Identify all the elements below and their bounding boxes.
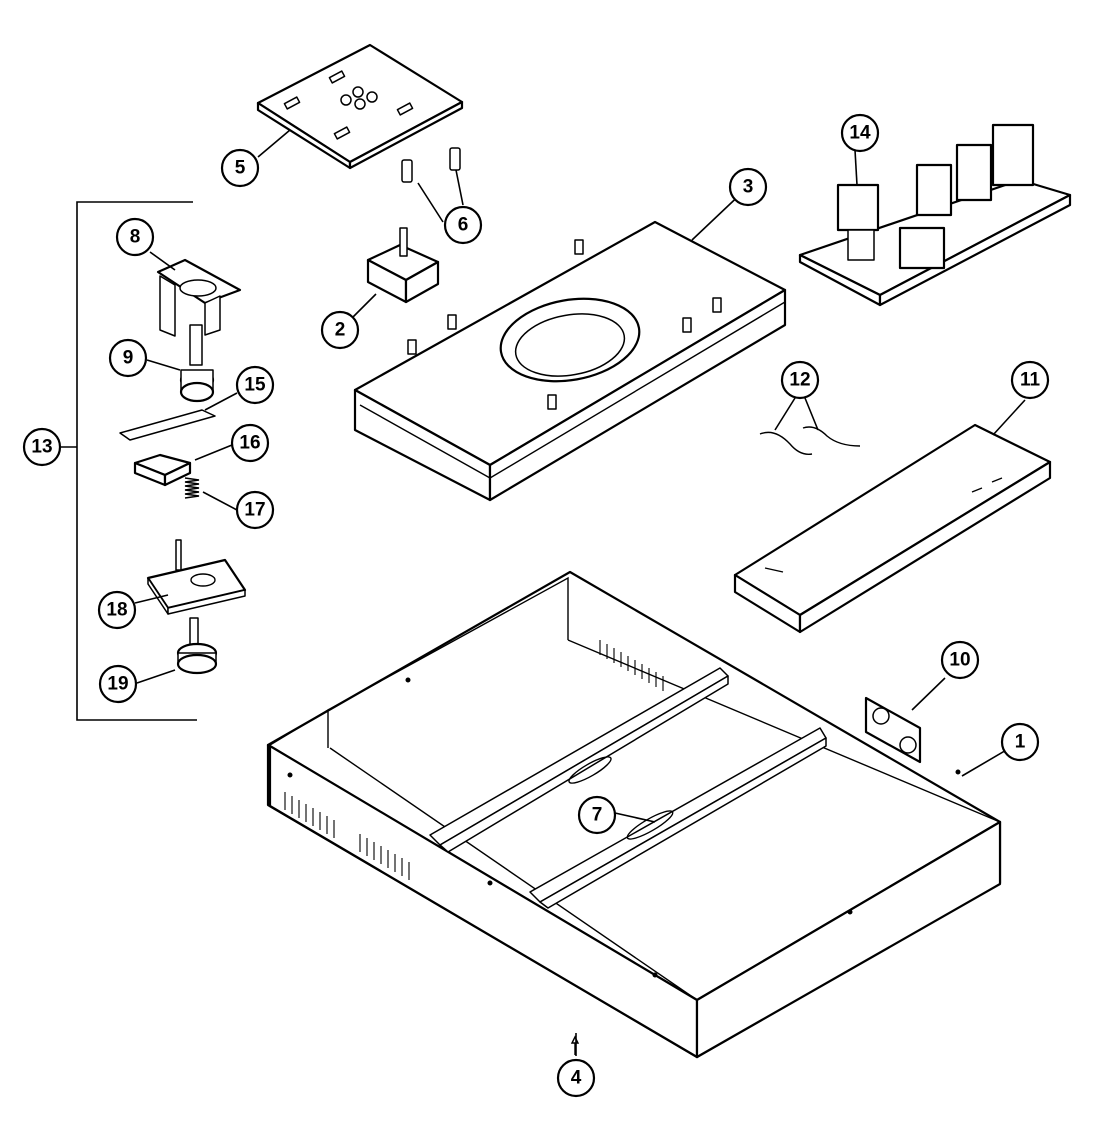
callout-label-19: 19 [107, 674, 128, 695]
element-housing [353, 220, 787, 502]
callout-label-15: 15 [244, 375, 266, 396]
callout-1: 1 [1000, 722, 1040, 762]
callout-label-17: 17 [244, 500, 265, 521]
wire-clips [759, 426, 861, 455]
callout-11: 11 [1010, 360, 1050, 400]
group-bracket [76, 201, 197, 721]
callout-13: 13 [22, 427, 62, 467]
callout-15: 15 [235, 365, 275, 405]
callout-14: 14 [840, 113, 880, 153]
callout-label-6: 6 [458, 215, 469, 236]
callout-label-5: 5 [235, 158, 246, 179]
switch-bracket [156, 258, 242, 337]
chassis-box [266, 570, 1002, 1059]
callout-5: 5 [220, 148, 260, 188]
callout-7: 7 [577, 795, 617, 835]
screw [570, 1035, 580, 1055]
callout-label-1: 1 [1015, 732, 1026, 753]
switch-knob-shaft [179, 324, 215, 403]
callout-4: 4 [556, 1058, 596, 1098]
callout-10: 10 [940, 640, 980, 680]
housing-studs [407, 239, 722, 410]
indicator-bracket [864, 696, 922, 764]
callout-label-18: 18 [106, 600, 127, 621]
callout-label-16: 16 [239, 433, 260, 454]
control-plate [256, 43, 464, 170]
mounting-plate [146, 539, 247, 615]
potentiometer [176, 617, 218, 675]
infinite-switch [366, 227, 440, 304]
callout-9: 9 [108, 338, 148, 378]
control-board [798, 123, 1072, 307]
callout-18: 18 [97, 590, 137, 630]
gasket [119, 409, 216, 441]
callout-label-11: 11 [1020, 370, 1041, 391]
callout-17: 17 [235, 490, 275, 530]
callout-label-8: 8 [130, 227, 141, 248]
callout-label-14: 14 [849, 123, 871, 144]
callout-12: 12 [780, 360, 820, 400]
callout-label-7: 7 [592, 805, 603, 826]
callout-label-2: 2 [335, 320, 346, 341]
callout-8: 8 [115, 217, 155, 257]
spring [184, 477, 200, 499]
callout-label-12: 12 [789, 370, 810, 391]
callout-19: 19 [98, 664, 138, 704]
callout-6: 6 [443, 205, 483, 245]
callout-label-10: 10 [949, 650, 970, 671]
light-module [133, 453, 192, 487]
callout-16: 16 [230, 423, 270, 463]
front-panel [733, 423, 1052, 634]
callout-label-9: 9 [123, 348, 134, 369]
callout-label-4: 4 [571, 1068, 582, 1089]
callout-3: 3 [728, 167, 768, 207]
callout-label-13: 13 [31, 437, 52, 458]
callout-label-3: 3 [743, 177, 754, 198]
callout-2: 2 [320, 310, 360, 350]
pins [401, 147, 461, 183]
